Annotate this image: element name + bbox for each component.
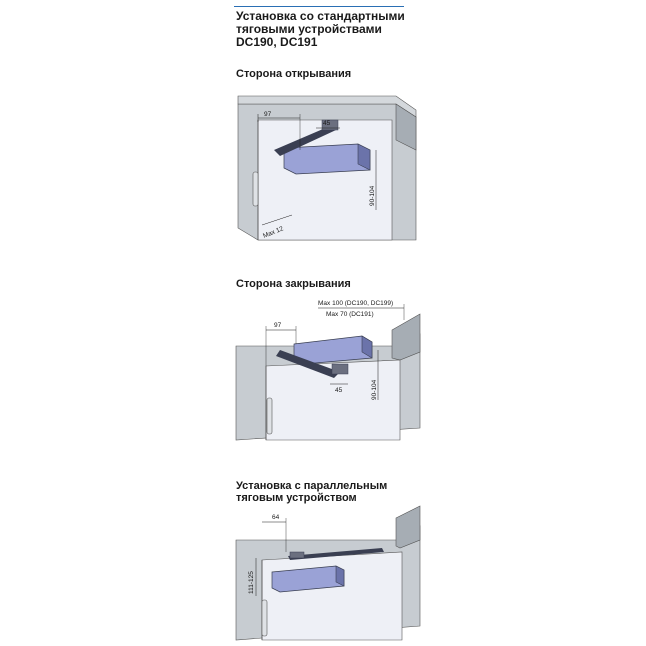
dim-97: 97: [274, 322, 282, 329]
section-title-closing-side: Сторона закрывания: [236, 278, 351, 290]
dim-45: 45: [323, 120, 331, 127]
arm-bracket: [289, 551, 305, 559]
dim-90-104: 90-104: [369, 185, 376, 206]
dim-max-100: Max 100 (DC190, DC199): [318, 300, 393, 307]
arm-bracket: [331, 363, 349, 375]
heading-line-3: DC190, DC191: [236, 35, 318, 49]
page-heading: Установка со стандартными тяговыми устро…: [236, 10, 405, 49]
closer-arm: [274, 126, 336, 156]
dim-64: 64: [272, 514, 280, 521]
dim-90-104: 90-104: [371, 379, 378, 400]
section-title-parallel-arm: Установка с параллельным тяговым устройс…: [236, 480, 388, 504]
dim-max-70: Max 70 (DC191): [326, 311, 374, 318]
arm-bracket: [321, 119, 339, 131]
closer-arm: [276, 350, 340, 378]
hinge-icon: [252, 171, 259, 207]
lintel-front: [395, 505, 421, 549]
dim-111-125: 111-125: [248, 571, 255, 594]
closer-arm: [288, 548, 384, 560]
heading-line-1: Установка со стандартными: [236, 9, 405, 23]
dim-45: 45: [335, 387, 343, 394]
lintel-front: [395, 103, 417, 151]
hinge-icon: [261, 599, 268, 637]
dim-97: 97: [264, 111, 272, 118]
section-title-opening-side: Сторона открывания: [236, 68, 352, 80]
header-rule: [234, 6, 404, 7]
hinge-icon: [266, 397, 273, 435]
heading-line-2: тяговыми устройствами: [236, 22, 382, 36]
door-leaf: [261, 551, 403, 641]
lintel-front: [391, 313, 421, 361]
